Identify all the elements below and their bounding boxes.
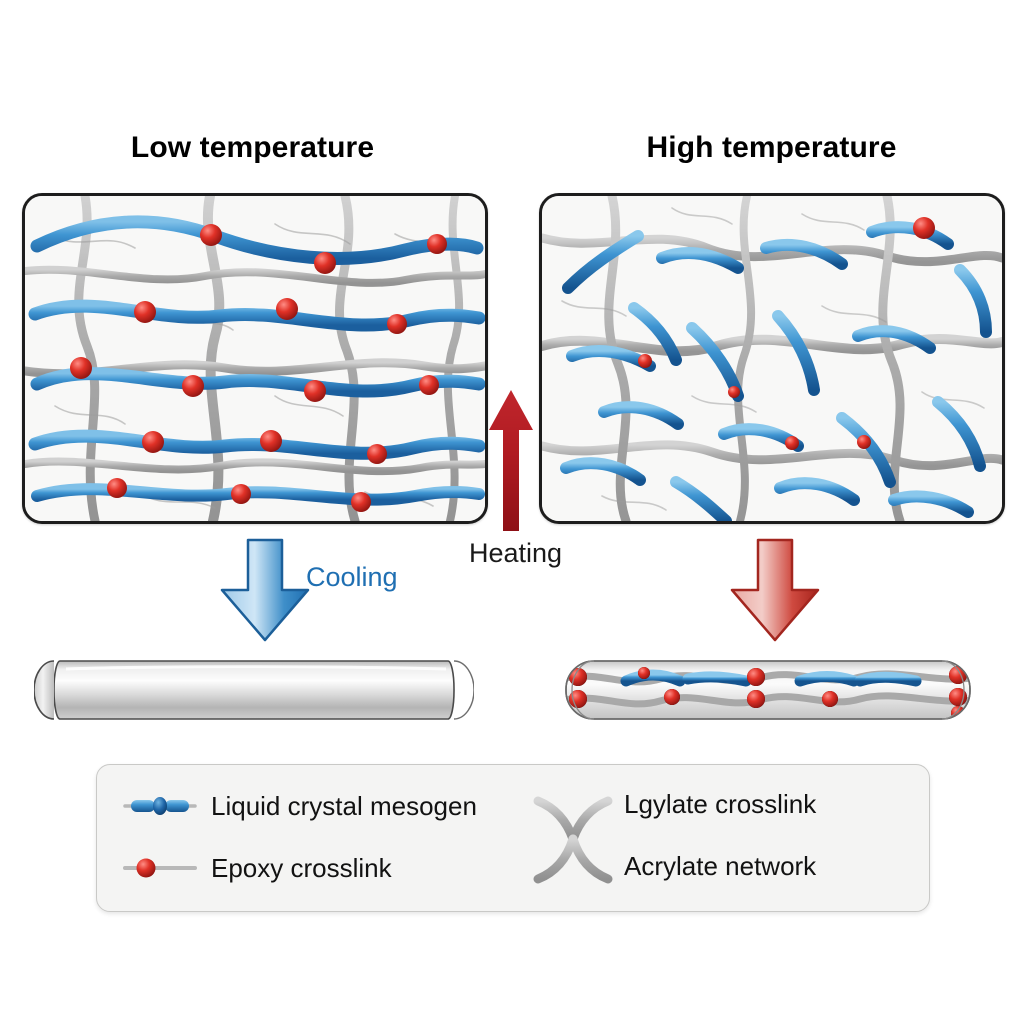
legend-label-lgylate: Lgylate crosslink — [624, 789, 817, 819]
gray-x-icon — [532, 791, 614, 887]
blue-rod-icon — [123, 791, 197, 821]
panel-title-low-temperature: Low temperature — [130, 131, 375, 164]
panel-title-high-temperature: High temperature — [646, 131, 897, 164]
low-temperature-illustration — [25, 196, 485, 521]
state-panel-high-temperature — [539, 193, 1005, 524]
epoxy-crosslink-group — [638, 217, 935, 450]
mesogen-rod-group — [560, 221, 992, 521]
sample-cylinder-elongated — [34, 655, 474, 725]
legend-label-network: Acrylate network — [624, 851, 817, 881]
heating-arrow — [485, 388, 537, 533]
mesogen-chain — [30, 215, 484, 274]
mesogen-chain — [30, 357, 485, 402]
elongated-cylinder-illustration — [34, 660, 474, 720]
cooling-arrow — [212, 536, 318, 644]
legend-item-crosslink-x-icon — [532, 791, 628, 887]
legend-box: Liquid crystal mesogen Epoxy crossli — [96, 764, 930, 912]
cooling-label: Cooling — [306, 562, 398, 592]
mesogen-chain — [28, 298, 485, 334]
legend-item-acrylate-network: Acrylate network — [624, 853, 816, 879]
fixing-arrow — [722, 536, 828, 644]
legend-item-epoxy: Epoxy crosslink — [123, 853, 392, 883]
cooling-arrow-icon — [220, 538, 310, 642]
legend-item-mesogen: Liquid crystal mesogen — [123, 791, 477, 821]
sample-cylinder-contracted — [548, 655, 988, 725]
high-temperature-illustration — [542, 196, 1002, 521]
heating-arrow-icon — [489, 390, 533, 531]
red-sphere-icon — [123, 853, 197, 883]
mesogen-chain — [28, 429, 485, 464]
heating-label: Heating — [469, 538, 563, 568]
legend-label-epoxy: Epoxy crosslink — [211, 853, 392, 883]
state-panel-low-temperature — [22, 193, 488, 524]
contracted-cylinder-illustration — [565, 660, 971, 720]
legend-item-lgylate-crosslink: Lgylate crosslink — [624, 791, 816, 817]
fixing-arrow-icon — [730, 538, 820, 642]
mesogen-chain — [31, 478, 485, 512]
legend-label-mesogen: Liquid crystal mesogen — [211, 791, 477, 821]
